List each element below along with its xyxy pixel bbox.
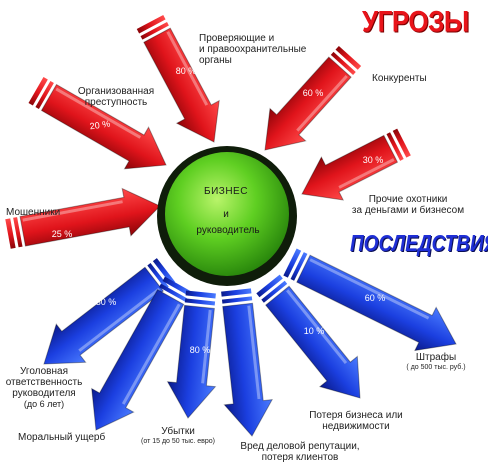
consequence-arrow-business-loss [256,274,361,399]
threats-heading: УГРОЗЫ [362,3,469,39]
consequence-arrow-criminal [43,258,176,365]
consequence-label-moral: Моральный ущерб [18,432,106,443]
consequence-arrow-fines [283,248,457,352]
center-circle [157,146,297,286]
consequence-arrow-moral [91,276,192,431]
consequence-pct-criminal: 80 % [95,297,117,307]
threat-label-inspectors: Проверяющие и и правоохранительные орган… [199,33,307,66]
threat-arrow-organized-crime [28,77,167,170]
consequence-pct-fines: 60 % [364,293,386,303]
consequence-pct-business-loss: 10 % [303,326,325,336]
consequence-pct-losses: 80 % [189,345,211,355]
consequence-label-losses: Убытки (от 15 до 50 тыс. евро) [141,426,215,445]
consequence-label-reputation: Вред деловой репутации, потеря клиентов [240,441,360,463]
threat-arrow-inspectors [136,14,220,143]
center-label-and: и [223,209,229,220]
threat-arrow-fraudsters [5,187,161,249]
threat-label-fraudsters: Мошенники [6,207,61,218]
threat-label-competitors: Конкуренты [372,73,427,84]
consequence-label-business-loss: Потеря бизнеса или недвижимости [309,410,403,432]
center-label-business: БИЗНЕС [204,186,248,197]
center-label-leader: руководитель [196,225,260,236]
threat-pct-fraudsters: 25 % [51,229,73,239]
consequence-label-criminal: Уголовная ответственность руководителя (… [5,366,83,409]
consequence-arrow-losses [166,290,217,419]
consequences-heading: ПОСЛЕДСТВИЯ [350,231,488,257]
threat-pct-others: 30 % [362,155,384,165]
threat-arrow-competitors [264,45,362,151]
consequence-label-fines: Штрафы ( до 500 тыс. руб.) [406,352,466,371]
threat-arrow-others [301,128,411,201]
threat-label-organized-crime: Организованная преступность [77,86,155,108]
threat-pct-inspectors: 80 % [175,66,197,76]
consequence-arrow-reputation [221,288,274,437]
threat-label-others: Прочие охотники за деньгами и бизнесом [351,194,465,216]
threat-pct-competitors: 60 % [302,88,324,98]
